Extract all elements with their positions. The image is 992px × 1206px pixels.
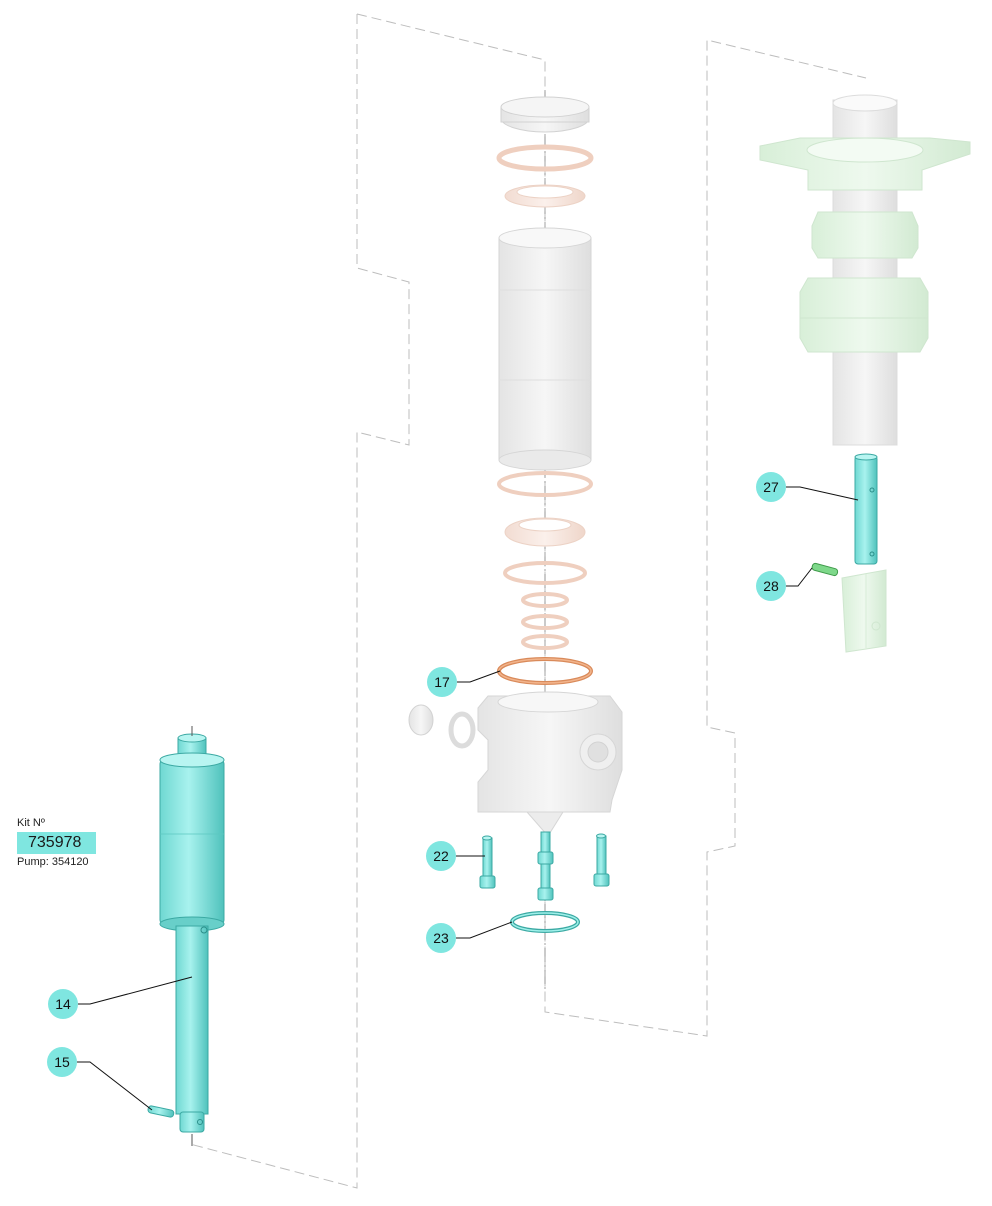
guide-line-center xyxy=(189,14,410,1189)
part-28-small-pin xyxy=(811,562,839,577)
leader-27 xyxy=(786,486,859,501)
callout-17-label: 17 xyxy=(434,674,450,690)
callouts xyxy=(77,486,859,1111)
pump-rod-assembly xyxy=(759,94,971,446)
part-14-piston-rod xyxy=(159,726,225,1146)
ghost-yoke-block xyxy=(841,569,887,653)
leader-14 xyxy=(78,976,193,1005)
ghost-pump-housing xyxy=(408,691,623,837)
callout-17: 17 xyxy=(427,667,457,697)
callout-22: 22 xyxy=(426,841,456,871)
callout-22-label: 22 xyxy=(433,848,449,864)
callout-14-label: 14 xyxy=(55,996,71,1012)
part-15-small-pin xyxy=(147,1105,175,1118)
part-22-screws xyxy=(479,831,610,901)
callout-28: 28 xyxy=(756,571,786,601)
kit-info: Kit Nº 735978 Pump: 354120 xyxy=(17,816,137,870)
callout-15-label: 15 xyxy=(54,1054,70,1070)
kit-label: Kit Nº xyxy=(17,817,45,829)
screw-right xyxy=(593,833,610,887)
leader-23 xyxy=(456,921,513,939)
callout-28-label: 28 xyxy=(763,578,779,594)
screw-left xyxy=(479,835,496,889)
part-23-ring xyxy=(510,911,580,933)
callout-23: 23 xyxy=(426,923,456,953)
part-27-pin-rod xyxy=(854,453,878,565)
callout-23-label: 23 xyxy=(433,930,449,946)
callout-27-label: 27 xyxy=(763,479,779,495)
ghost-packing-stack xyxy=(496,96,594,650)
callout-14: 14 xyxy=(48,989,78,1019)
kit-number-badge: 735978 xyxy=(17,832,97,854)
screw-center xyxy=(537,831,554,901)
guide-line-left xyxy=(356,13,867,1037)
pump-label: Pump: 354120 xyxy=(17,856,89,868)
leader-17 xyxy=(457,670,501,683)
leader-28 xyxy=(786,567,813,587)
leader-15 xyxy=(77,1061,153,1111)
callout-15: 15 xyxy=(47,1047,77,1077)
callout-27: 27 xyxy=(756,472,786,502)
